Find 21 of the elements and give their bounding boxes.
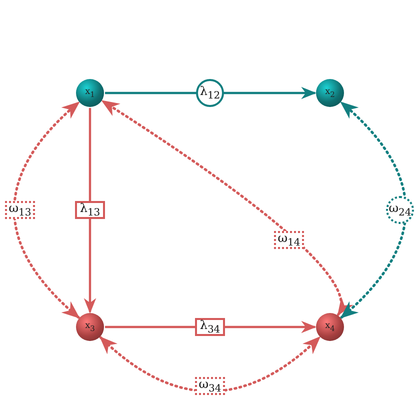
dotted-arrow [101, 100, 351, 316]
arrow [84, 108, 96, 314]
edge-label: ω$_{13}$ [5, 201, 35, 219]
edge-label: ω$_{24}$ [386, 196, 414, 224]
arrow [105, 86, 317, 100]
sphere-node [316, 313, 344, 341]
edge-label: λ$_{13}$ [75, 201, 105, 219]
node-label: x$_{4}$ [325, 322, 335, 332]
sphere-node [76, 313, 104, 341]
dotted-arrow [99, 336, 321, 393]
dotted-arrow [12, 101, 80, 319]
edge-label: λ$_{12}$ [196, 79, 224, 107]
edge-label: λ$_{34}$ [195, 318, 225, 336]
dotted-arrow [340, 101, 408, 319]
edge-label: ω$_{14}$ [274, 231, 304, 249]
node-label: x$_{2}$ [325, 88, 335, 98]
node-label: x$_{1}$ [85, 88, 95, 98]
node-label: x$_{3}$ [85, 322, 95, 332]
sphere-node [76, 79, 104, 107]
edge-label: ω$_{34}$ [195, 377, 225, 395]
sphere-node [316, 79, 344, 107]
